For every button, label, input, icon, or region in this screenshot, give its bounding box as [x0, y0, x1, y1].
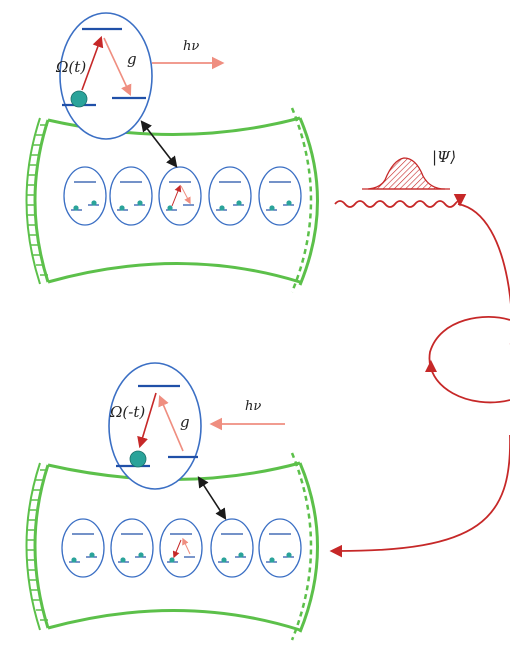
fiber-upper [457, 203, 510, 346]
atom-ball [129, 450, 147, 468]
sender-right-mirror-dashed [290, 107, 313, 293]
psi-label: |Ψ⟩ [432, 148, 456, 166]
rabi-arrow [137, 392, 157, 449]
sender-coupling-arrow [140, 120, 178, 168]
coupling-arrow [103, 37, 132, 97]
receiver-atom [210, 518, 254, 578]
rabi-label-top: Ω(t) [55, 58, 86, 76]
emitted-photon-label: hν [183, 39, 199, 54]
rabi-arrow [81, 35, 104, 91]
sender-atom-array [63, 166, 302, 226]
receiver-atom [61, 518, 105, 578]
sender-atom [109, 166, 153, 226]
sender-atom [63, 166, 107, 226]
receiver-atom [110, 518, 154, 578]
coupling-label-bottom: g [180, 413, 190, 431]
receiver-atom [258, 518, 302, 578]
receiver-active-atom [159, 518, 203, 578]
receiver-level-scheme: Ω(-t) g [108, 362, 202, 490]
coupling-label-top: g [127, 50, 137, 68]
receiver-coupling-arrow [197, 476, 227, 520]
atom-ball [70, 90, 88, 108]
receiver-atom-array [61, 518, 302, 578]
photon-wavepacket [362, 157, 450, 190]
rabi-label-bottom: Ω(-t) [109, 403, 145, 421]
receiver-cavity-bottom-wall [47, 609, 301, 632]
circulator-arrowhead [425, 360, 437, 372]
sender-left-mirror [25, 117, 50, 285]
sender-right-mirror [298, 117, 319, 286]
sender-active-atom [158, 166, 202, 226]
sender-cavity-bottom-wall [47, 262, 301, 284]
fiber-lower [329, 435, 510, 558]
sender-atom [208, 166, 252, 226]
sender-level-scheme: Ω(t) g [55, 12, 153, 140]
sender-atom [258, 166, 302, 226]
receiver-left-mirror [25, 462, 50, 631]
wavy-photon-line [334, 193, 467, 208]
absorbed-photon-label: hν [245, 399, 261, 414]
receiver-right-mirror [298, 462, 319, 633]
circulator-loop [428, 315, 510, 404]
coupling-arrow [158, 394, 184, 452]
sender-cavity [25, 107, 319, 293]
